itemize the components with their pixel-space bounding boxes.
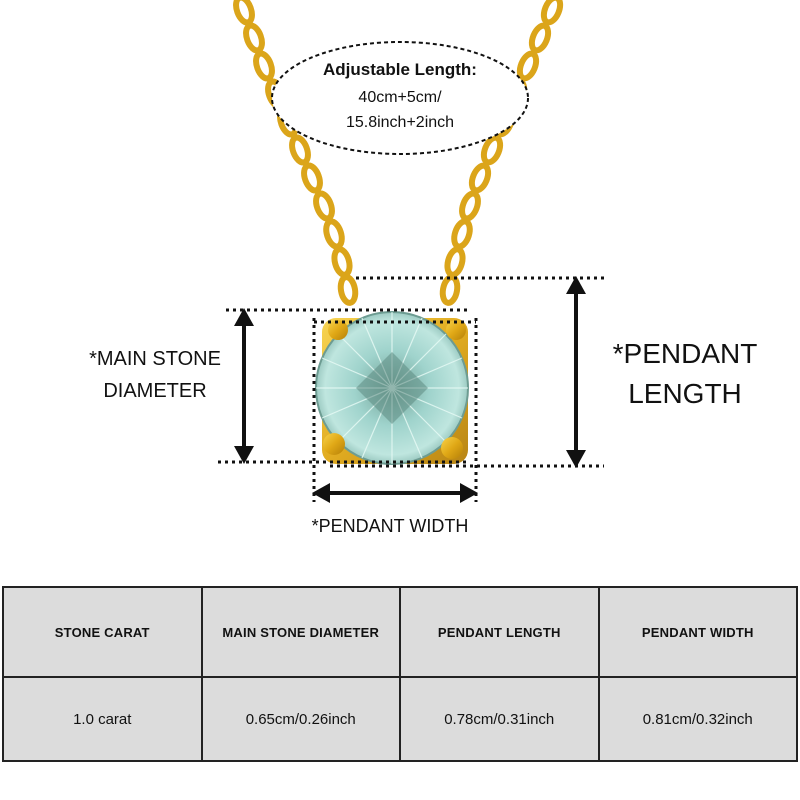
pendant	[315, 311, 469, 465]
main-stone-diameter-label-line2: DIAMETER	[103, 380, 207, 402]
chain-left	[233, 0, 359, 306]
spec-table: STONE CARAT MAIN STONE DIAMETER PENDANT …	[2, 586, 798, 762]
value-pendant-width: 0.81cm/0.32inch	[597, 676, 798, 762]
dimension-guides	[218, 276, 604, 502]
table-header-row: STONE CARAT MAIN STONE DIAMETER PENDANT …	[2, 586, 798, 678]
main-stone-diameter-label: *MAIN STONE	[89, 348, 221, 370]
value-pendant-length: 0.78cm/0.31inch	[399, 676, 600, 762]
chain-right	[439, 0, 564, 306]
pendant-length-label-line2: LENGTH	[628, 378, 742, 409]
adjustable-length-callout	[271, 41, 529, 155]
dimension-arrows	[234, 276, 586, 503]
adjustable-length-inch: 15.8inch+2inch	[345, 114, 455, 131]
necklace-illustration	[218, 0, 604, 503]
value-stone-carat: 1.0 carat	[2, 676, 203, 762]
header-stone-carat: STONE CARAT	[2, 586, 203, 678]
table-row: 1.0 carat 0.65cm/0.26inch 0.78cm/0.31inc…	[2, 676, 798, 762]
pendant-length-label: *PENDANT	[612, 338, 758, 369]
adjustable-length-cm: 40cm+5cm/	[358, 89, 442, 106]
adjustable-length-title: Adjustable Length:	[323, 60, 477, 79]
header-main-stone-diameter: MAIN STONE DIAMETER	[200, 586, 401, 678]
header-pendant-width: PENDANT WIDTH	[597, 586, 798, 678]
pendant-width-label: *PENDANT WIDTH	[311, 516, 469, 536]
header-pendant-length: PENDANT LENGTH	[399, 586, 600, 678]
value-main-stone-diameter: 0.65cm/0.26inch	[200, 676, 401, 762]
